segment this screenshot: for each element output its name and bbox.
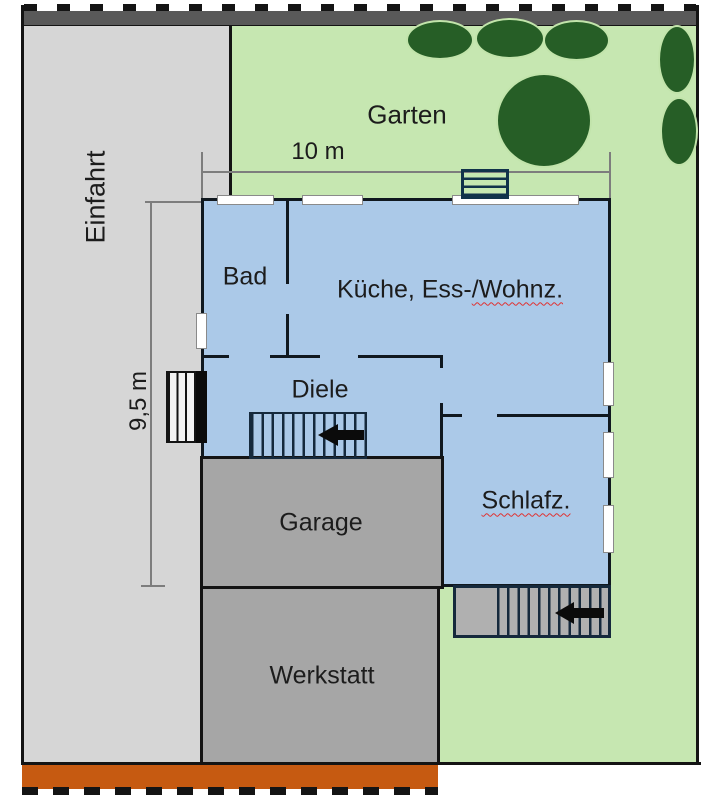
bush-icon — [658, 25, 696, 94]
garden-steps — [461, 169, 509, 199]
wall-corner-stub — [440, 355, 443, 368]
exterior-stairs-west — [166, 371, 197, 443]
arrow-left-icon — [318, 424, 338, 446]
kitchen-living-label-part1: Küche, Ess- — [336, 275, 472, 304]
garage-label: Garage — [279, 508, 363, 537]
depth-dimension-label: 9,5 m — [125, 370, 152, 432]
wall-hallway-north-2 — [270, 355, 320, 358]
arrow-left-icon — [555, 602, 574, 624]
curb-dash-pattern — [22, 787, 438, 795]
wall-bath-kitchen-upper — [286, 201, 289, 284]
driveway-label: Einfahrt — [80, 150, 111, 244]
dimension-line-width — [202, 171, 610, 173]
curb-strip — [22, 765, 438, 789]
tree-icon — [496, 73, 592, 168]
wall-bath-kitchen-lower — [286, 314, 289, 358]
arrow-left-icon — [337, 430, 364, 440]
window-north-1 — [217, 195, 274, 205]
bush-icon — [475, 18, 545, 59]
window-east-2 — [603, 432, 614, 478]
dimension-tick — [141, 585, 165, 587]
entry-door-bar — [196, 371, 207, 443]
kitchen-living-label-part2: /Wohnz. — [471, 275, 564, 304]
street-hatch-pattern — [24, 4, 696, 13]
bedroom-label-text: Schlafz. — [481, 486, 571, 515]
workshop-area — [200, 586, 440, 765]
driveway-garden-divider — [229, 26, 232, 200]
window-north-2 — [302, 195, 363, 205]
width-dimension-label: 10 m — [291, 138, 345, 165]
bush-icon — [543, 20, 610, 61]
bath-label: Bad — [222, 262, 268, 291]
window-north-3 — [452, 195, 579, 205]
garden-label: Garten — [367, 99, 447, 130]
property-border-right — [696, 5, 699, 765]
window-east-1 — [603, 362, 614, 406]
property-border-left — [21, 5, 24, 765]
wall-hallway-north-1 — [203, 355, 229, 358]
garage-area — [200, 456, 444, 589]
dimension-tick — [145, 201, 202, 203]
bedroom-label: Schlafz. — [482, 487, 571, 516]
wall-kitchen-bedroom-left — [441, 414, 462, 417]
wall-bedroom-west — [440, 403, 443, 459]
hallway-label: Diele — [291, 375, 349, 404]
kitchen-living-label: Küche, Ess-/Wohnz. — [337, 276, 563, 305]
workshop-label: Werkstatt — [269, 661, 375, 690]
window-west-1 — [196, 313, 207, 349]
wall-hallway-north-3 — [358, 355, 443, 358]
dimension-line-depth — [150, 202, 152, 586]
bush-icon — [406, 20, 474, 60]
bush-icon — [660, 97, 698, 166]
arrow-left-icon — [573, 608, 604, 618]
wall-kitchen-bedroom-right — [497, 414, 608, 417]
dimension-tick — [201, 152, 203, 202]
dimension-tick — [609, 152, 611, 202]
window-east-3 — [603, 505, 614, 553]
